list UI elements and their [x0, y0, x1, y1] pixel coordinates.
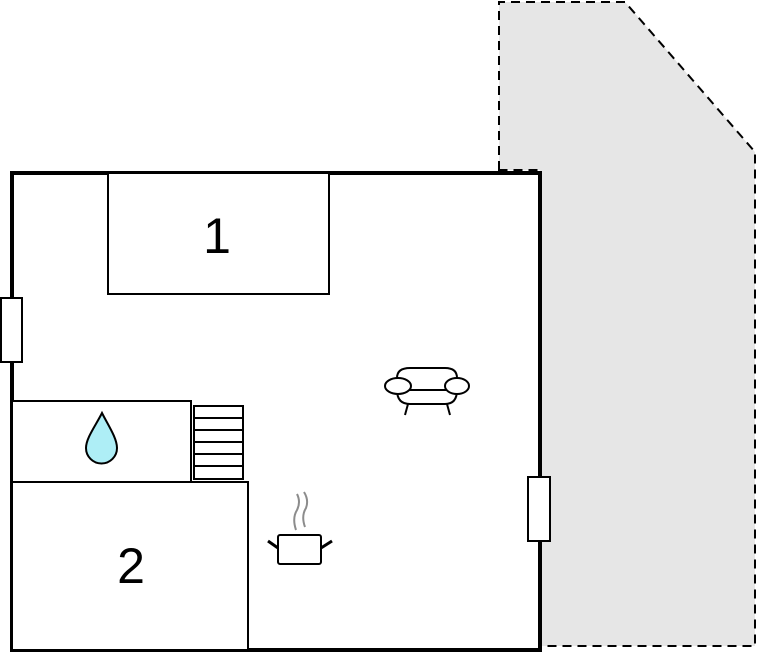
room-2: 2 [11, 481, 249, 651]
cooking-pot-icon [267, 491, 333, 565]
stairs-icon [193, 405, 244, 480]
window-icon [527, 476, 551, 542]
water-drop-icon [84, 410, 119, 465]
room-1-label: 1 [203, 208, 231, 264]
window-icon [0, 297, 23, 363]
room-1: 1 [107, 172, 330, 295]
room-2-label: 2 [117, 538, 145, 594]
sofa-icon [384, 367, 470, 416]
bathroom [11, 400, 192, 483]
